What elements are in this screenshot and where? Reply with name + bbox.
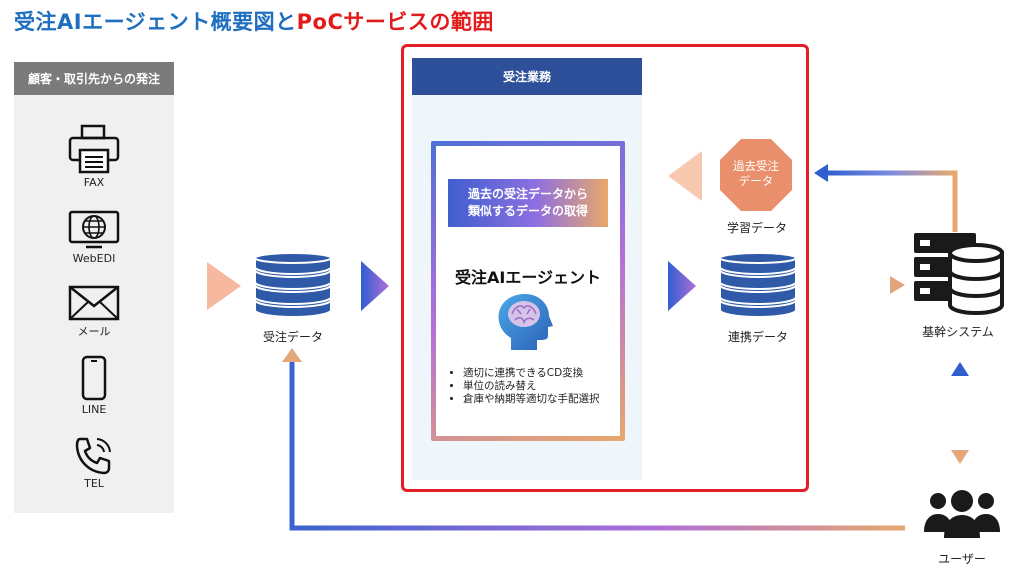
agent-capabilities-list: 適切に連携できるCD変換 単位の読み替え 倉庫や納期等適切な手配選択 [451, 367, 600, 406]
linked-database-icon [719, 252, 797, 318]
arrow-work-to-linked [668, 261, 696, 311]
mail-icon [68, 285, 120, 321]
linked-to-core-connector [818, 276, 905, 294]
channel-label: FAX [83, 176, 105, 189]
channel-webedi: WebEDI [14, 210, 174, 265]
users-group-icon [924, 490, 1000, 538]
channel-label: LINE [81, 403, 107, 416]
learning-data-octagon [720, 139, 792, 211]
webedi-icon [68, 210, 120, 249]
list-item: 適切に連携できるCD変換 [463, 367, 600, 380]
channel-label: WebEDI [72, 252, 116, 265]
ai-agent-title: 受注AIエージェント [454, 268, 602, 287]
list-item: 倉庫や納期等適切な手配選択 [463, 393, 600, 406]
channel-mail: メール [14, 285, 174, 339]
smartphone-icon [81, 355, 107, 401]
octagon-line-2: データ [738, 174, 774, 188]
users-label: ユーザー [938, 552, 986, 566]
core-to-learning-connector [814, 164, 958, 232]
channel-label: TEL [84, 477, 104, 490]
server-database-icon [914, 233, 1004, 315]
arrow-order-to-work [361, 261, 389, 311]
title-main: 受注AIエージェント概要図と [14, 10, 297, 34]
order-database-icon [254, 252, 332, 318]
octagon-text: 過去受注 データ [722, 159, 790, 189]
channel-line: LINE [14, 355, 174, 416]
sources-header: 顧客・取引先からの発注 [14, 62, 174, 95]
title-poc-scope: PoCサービスの範囲 [296, 10, 494, 34]
fax-icon [68, 124, 120, 174]
linked-data-label: 連携データ [727, 330, 788, 344]
list-item: 単位の読み替え [463, 380, 600, 393]
channel-fax: FAX [14, 124, 174, 189]
channel-label: メール [77, 325, 111, 338]
ai-brain-head-icon [498, 294, 553, 350]
arrow-learning-to-work [668, 151, 702, 201]
order-data-label: 受注データ [262, 330, 323, 344]
page-title: 受注AIエージェント概要図とPoCサービスの範囲 [14, 6, 494, 36]
work-header: 受注業務 [412, 58, 642, 95]
core-users-bidirectional-connector [951, 362, 969, 464]
user-to-order-connector [282, 348, 905, 531]
core-system-label: 基幹システム [922, 325, 994, 339]
poc-scope-frame [401, 44, 809, 492]
banner-line-1: 過去の受注データから [467, 187, 588, 201]
octagon-line-1: 過去受注 [733, 159, 779, 173]
banner-line-2: 類似するデータの取得 [467, 204, 588, 218]
arrow-sources-to-order [207, 262, 241, 310]
similar-data-banner: 過去の受注データから 類似するデータの取得 [448, 179, 608, 227]
channel-tel: TEL [14, 435, 174, 490]
learning-data-label: 学習データ [726, 221, 787, 235]
phone-icon [75, 437, 111, 475]
